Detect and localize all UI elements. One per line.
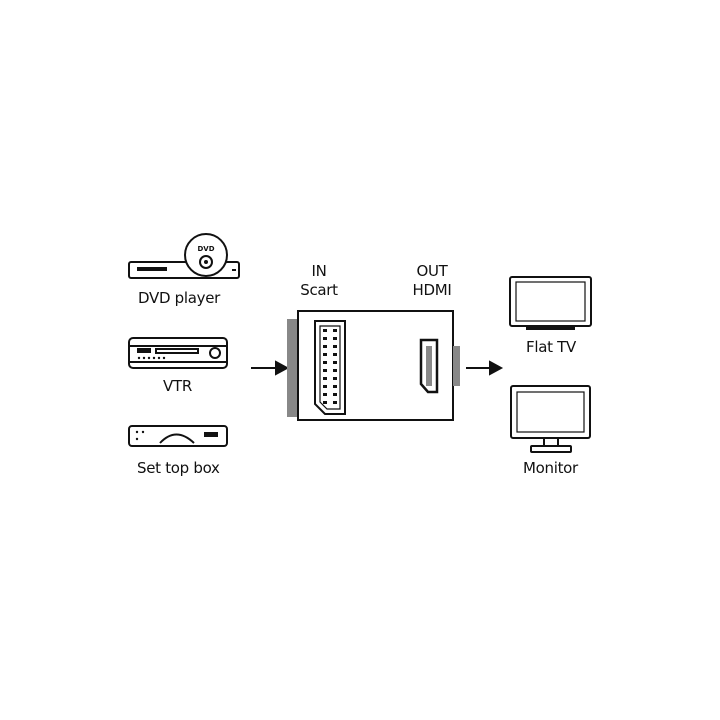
output-port-direction: OUT — [416, 262, 448, 280]
vtr-label: VTR — [163, 377, 192, 395]
scart-hdmi-adapter — [287, 310, 460, 421]
output-port-type: HDMI — [412, 281, 452, 299]
vtr-icon — [128, 337, 228, 369]
flat-tv-label: Flat TV — [526, 338, 576, 356]
input-port-title: IN Scart — [294, 262, 344, 300]
input-port-direction: IN — [311, 262, 327, 280]
set-top-box-label: Set top box — [137, 459, 220, 477]
output-arrow — [466, 360, 504, 376]
monitor-icon — [510, 385, 591, 453]
input-port-type: Scart — [300, 281, 338, 299]
set-top-box-icon — [128, 425, 228, 447]
flat-tv-icon — [509, 276, 592, 330]
output-port-title: OUT HDMI — [404, 262, 460, 300]
input-arrow — [251, 360, 290, 376]
dvd-player-icon: DVD — [128, 233, 240, 279]
monitor-label: Monitor — [523, 459, 578, 477]
scart-port — [314, 320, 346, 415]
dvd-logo-text: DVD — [197, 245, 214, 253]
hdmi-port — [419, 338, 439, 394]
dvd-player-label: DVD player — [138, 289, 221, 307]
